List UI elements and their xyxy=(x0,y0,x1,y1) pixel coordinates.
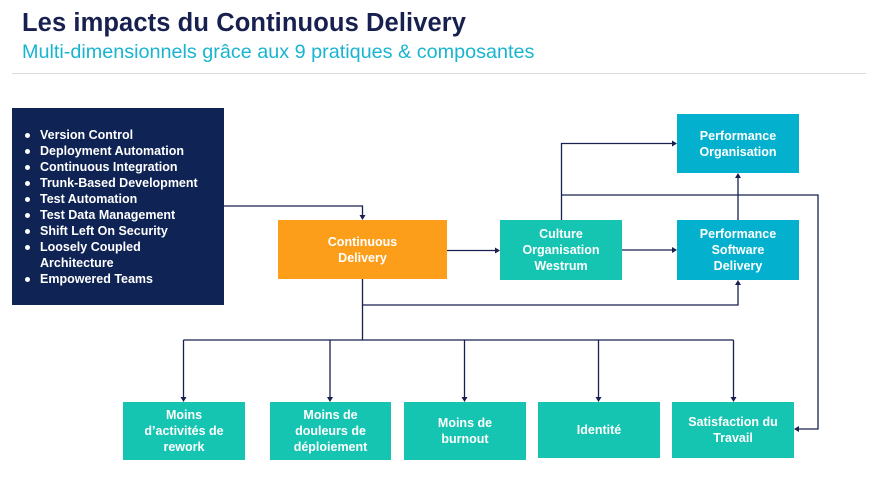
practice-label: Deployment Automation xyxy=(40,144,184,158)
arrowhead xyxy=(735,280,741,285)
page-title: Les impacts du Continuous Delivery xyxy=(22,9,467,37)
node-performance-organisation: Performance Organisation xyxy=(677,114,799,173)
node-label: Moins de burnout xyxy=(438,415,492,447)
node-label: Moins de douleurs de déploiement xyxy=(294,407,368,455)
bullet-icon xyxy=(25,149,30,154)
node-label-line: rework xyxy=(163,440,205,454)
node-label-line: Moins de xyxy=(303,408,358,422)
node-label-line: d’activités de xyxy=(144,424,224,438)
practice-label: Empowered Teams xyxy=(40,272,154,286)
node-label: Performance Organisation xyxy=(699,128,776,160)
node-culture-westrum: Culture Organisation Westrum xyxy=(500,220,622,280)
practices-list: Version Control Deployment Automation Co… xyxy=(12,127,224,287)
practice-item: Continuous Integration xyxy=(12,159,224,175)
practice-item: Loosely Coupled xyxy=(12,239,224,255)
node-label-line: Organisation xyxy=(522,243,600,257)
bullet-icon xyxy=(25,197,30,202)
node-label: Performance Software Delivery xyxy=(700,226,776,274)
node-label-line: Westrum xyxy=(534,259,588,273)
page-subtitle: Multi-dimensionnels grâce aux 9 pratique… xyxy=(22,41,535,63)
node-label: Moins d’activités de rework xyxy=(144,407,223,455)
node-label-line: Performance xyxy=(699,128,777,143)
bullet-icon xyxy=(25,133,30,138)
practice-item: Shift Left On Security xyxy=(12,223,224,239)
connector-cd-to-perf-software xyxy=(361,279,739,306)
node-label-line: douleurs de xyxy=(295,424,366,438)
node-label-line: Culture xyxy=(539,227,583,241)
node-label-line: déploiement xyxy=(293,440,368,454)
practice-item: Trunk-Based Development xyxy=(12,175,224,191)
bullet-icon xyxy=(25,213,30,218)
node-label: Identité xyxy=(577,422,621,438)
node-label-line: Delivery xyxy=(713,259,763,273)
outcome-identity: Identité xyxy=(538,402,660,458)
practice-label: Version Control xyxy=(40,128,134,142)
node-label-line: Continuous xyxy=(327,234,398,249)
practice-item: Empowered Teams xyxy=(12,271,224,287)
practice-item: Version Control xyxy=(12,127,224,143)
practice-item-continuation: Architecture xyxy=(12,255,224,271)
node-label-line: Organisation xyxy=(699,144,777,159)
practice-item: Deployment Automation xyxy=(12,143,224,159)
practice-label: Loosely Coupled xyxy=(40,240,141,254)
node-label-line: Software xyxy=(711,243,765,257)
header-divider xyxy=(12,73,866,74)
node-label-line: Performance xyxy=(699,227,777,241)
outcome-job-satisfaction: Satisfaction du Travail xyxy=(672,402,794,458)
outcome-less-deployment-pain: Moins de douleurs de déploiement xyxy=(270,402,391,460)
practice-label: Architecture xyxy=(40,256,114,270)
practice-item: Test Automation xyxy=(12,191,224,207)
connector-culture-to-perf-org xyxy=(560,142,672,220)
practice-label: Test Data Management xyxy=(40,208,176,222)
practice-label: Trunk-Based Development xyxy=(40,176,198,190)
bullet-icon xyxy=(25,245,30,250)
node-label-line: Delivery xyxy=(338,250,387,265)
practice-label: Shift Left On Security xyxy=(40,224,168,238)
arrowhead xyxy=(794,426,799,432)
bullet-icon xyxy=(25,229,30,234)
practices-box: Version Control Deployment Automation Co… xyxy=(12,108,224,305)
node-label: Culture Organisation Westrum xyxy=(522,226,599,274)
arrowhead xyxy=(735,173,741,178)
bullet-icon xyxy=(25,165,30,170)
node-label-line: burnout xyxy=(441,432,489,446)
connector-practices-to-cd xyxy=(224,205,364,216)
node-label-line: Satisfaction du xyxy=(688,415,778,429)
node-label: Continuous Delivery xyxy=(328,234,397,266)
node-label-line: Identité xyxy=(576,423,622,437)
bullet-icon xyxy=(25,181,30,186)
node-label: Satisfaction du Travail xyxy=(688,414,778,446)
node-continuous-delivery: Continuous Delivery xyxy=(278,220,447,279)
node-performance-software-delivery: Performance Software Delivery xyxy=(677,220,799,280)
bullet-icon xyxy=(25,277,30,282)
outcome-less-burnout: Moins de burnout xyxy=(404,402,526,460)
practice-label: Test Automation xyxy=(40,192,138,206)
node-label-line: Travail xyxy=(713,431,753,445)
node-label-line: Moins xyxy=(165,408,203,422)
practice-item: Test Data Management xyxy=(12,207,224,223)
practice-label: Continuous Integration xyxy=(40,160,178,174)
outcome-less-rework: Moins d’activités de rework xyxy=(123,402,245,460)
node-label-line: Moins de xyxy=(437,416,493,430)
